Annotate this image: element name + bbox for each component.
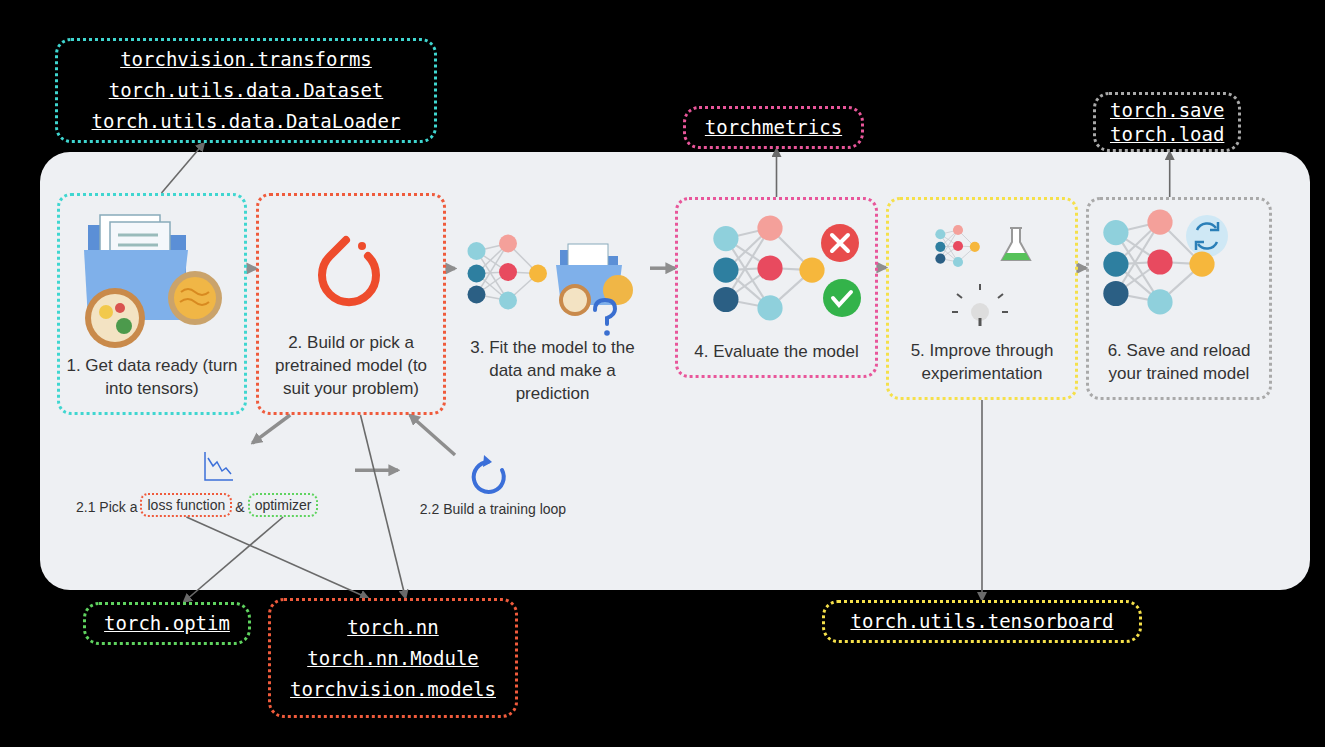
step-label-text: 2. Build or pick a pretrained model (to … <box>263 331 439 400</box>
flow-arrow <box>252 415 290 443</box>
code-box: torchmetrics <box>683 106 864 149</box>
substep-row: 2.1 Pick a &loss function optimizer <box>70 443 355 523</box>
code-label: torchvision.transforms <box>120 44 372 75</box>
flow-arrow <box>355 468 398 472</box>
code-label: torch.utils.data.DataLoader <box>92 106 401 137</box>
code-label: torch.load <box>1110 122 1224 146</box>
step-label-text: loss function <box>147 495 225 515</box>
code-box: torch.utils.tensorboard <box>822 600 1142 643</box>
flow-arrow <box>247 267 256 271</box>
step-box: 1. Get data ready (turn into tensors) <box>57 193 247 415</box>
flow-arrow <box>650 266 675 270</box>
code-label: torch.save <box>1110 98 1224 122</box>
step-label-text: 5. Improve through experimentation <box>893 339 1071 385</box>
network-icon <box>935 225 980 267</box>
data-question-icon <box>556 244 633 336</box>
code-box: torchvision.transformstorch.utils.data.D… <box>55 38 437 143</box>
experiment-icons <box>952 228 1030 326</box>
flow-arrow <box>776 149 778 197</box>
evaluation-marks <box>821 224 861 317</box>
flow-arrow <box>878 266 886 270</box>
network-icon <box>1103 210 1214 315</box>
step-box: 2. Build or pick a pretrained model (to … <box>256 193 446 415</box>
pytorch-logo <box>322 240 376 302</box>
flow-arrow <box>184 517 283 602</box>
reload-icon <box>1186 215 1228 257</box>
network-icon <box>713 216 824 321</box>
code-label: torchvision.models <box>290 674 496 705</box>
flow-arrow <box>186 517 368 598</box>
data-folder-icon <box>84 215 222 348</box>
code-label: torch.nn.Module <box>307 643 479 674</box>
main-panel <box>40 152 1310 590</box>
loss-chart-icon <box>205 452 233 480</box>
loss-function-chip: loss function <box>140 493 232 517</box>
substep-label: 2.2 Build a training loop <box>398 455 588 525</box>
flow-arrow <box>361 415 406 598</box>
flow-arrow <box>1078 266 1086 270</box>
step-label-text: 2.2 Build a training loop <box>420 499 566 519</box>
step-label-text: 4. Evaluate the model <box>694 340 858 363</box>
code-label: torchmetrics <box>705 112 842 143</box>
step-label-text: & <box>235 497 244 517</box>
optimizer-chip: optimizer <box>248 493 319 517</box>
flow-arrow <box>446 267 455 271</box>
flow-arrow <box>162 143 204 193</box>
code-box: torch.savetorch.load <box>1093 92 1241 152</box>
step-box: 6. Save and reload your trained model <box>1086 197 1272 400</box>
network-icons <box>468 210 1215 321</box>
step-box: 4. Evaluate the model <box>675 197 878 378</box>
code-label: torch.nn <box>347 612 439 643</box>
training-loop-icon <box>474 455 504 492</box>
step-label-text: optimizer <box>255 495 312 515</box>
code-box: torch.optim <box>83 602 251 645</box>
code-box: torch.nntorch.nn.Moduletorchvision.model… <box>268 598 518 718</box>
step-label-text: 1. Get data ready (turn into tensors) <box>64 354 240 400</box>
step-label-text: 6. Save and reload your trained model <box>1093 339 1265 385</box>
step-label: 3. Fit the model to the data and make a … <box>455 190 650 420</box>
flow-arrow <box>981 400 983 600</box>
step-box: 5. Improve through experimentation <box>886 197 1078 400</box>
code-label: torch.utils.tensorboard <box>850 606 1113 637</box>
code-label: torch.optim <box>104 608 230 639</box>
flow-arrow <box>1169 152 1171 197</box>
network-icon <box>468 235 548 310</box>
flow-arrow <box>410 415 455 455</box>
step-label-text: 2.1 Pick a <box>76 497 137 517</box>
step-label-text: 3. Fit the model to the data and make a … <box>462 336 643 405</box>
code-label: torch.utils.data.Dataset <box>109 75 384 106</box>
